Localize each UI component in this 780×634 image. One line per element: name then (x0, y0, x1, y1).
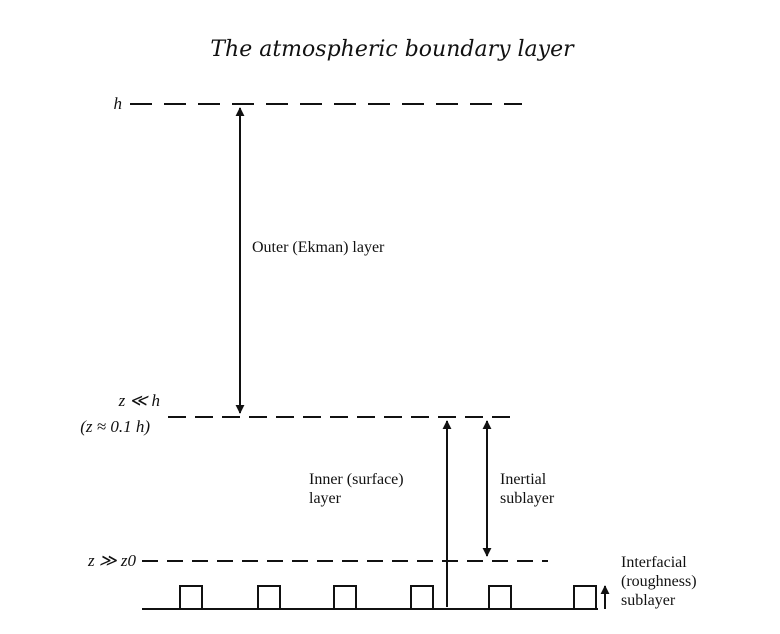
level-z-approx-label: (z ≈ 0.1 h) (80, 417, 150, 436)
inner-layer-label-line2: layer (309, 490, 342, 507)
interfacial-sublayer-label-line3: sublayer (621, 592, 676, 609)
roughness-element (257, 585, 281, 610)
roughness-element (488, 585, 512, 610)
interfacial-sublayer-label-line1: Interfacial (621, 554, 687, 571)
level-z-ll-h-label: z ≪ h (118, 391, 160, 410)
inertial-sublayer-label-line1: Inertial (500, 471, 547, 488)
roughness-elements (179, 585, 597, 610)
roughness-element (410, 585, 434, 610)
roughness-element (573, 585, 597, 610)
level-h-label: h (114, 94, 123, 113)
outer-layer-label: Outer (Ekman) layer (252, 239, 385, 256)
inner-layer-label-line1: Inner (surface) (309, 471, 404, 488)
interfacial-sublayer-label-line2: (roughness) (621, 573, 697, 590)
inertial-sublayer-label-line2: sublayer (500, 490, 555, 507)
level-z-gg-z0-label: z ≫ z0 (87, 551, 137, 570)
roughness-element (179, 585, 203, 610)
roughness-element (333, 585, 357, 610)
diagram-title: The atmospheric boundary layer (210, 37, 575, 62)
